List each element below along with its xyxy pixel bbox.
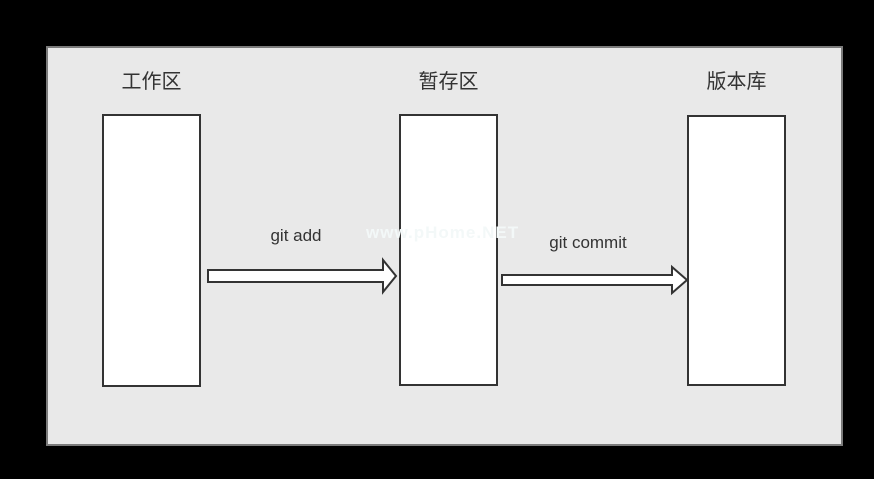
watermark-text: www.pHome.NET xyxy=(366,223,520,242)
repository-box xyxy=(687,115,786,386)
column-label-working-area: 工作区 xyxy=(121,71,182,93)
column-label-staging-area: 暂存区 xyxy=(418,71,479,93)
working-area-box xyxy=(102,114,201,387)
staging-area-box xyxy=(399,114,498,386)
git-add-label: git add xyxy=(270,226,322,245)
column-label-repository: 版本库 xyxy=(706,71,767,93)
git-commit-label: git commit xyxy=(549,233,627,252)
